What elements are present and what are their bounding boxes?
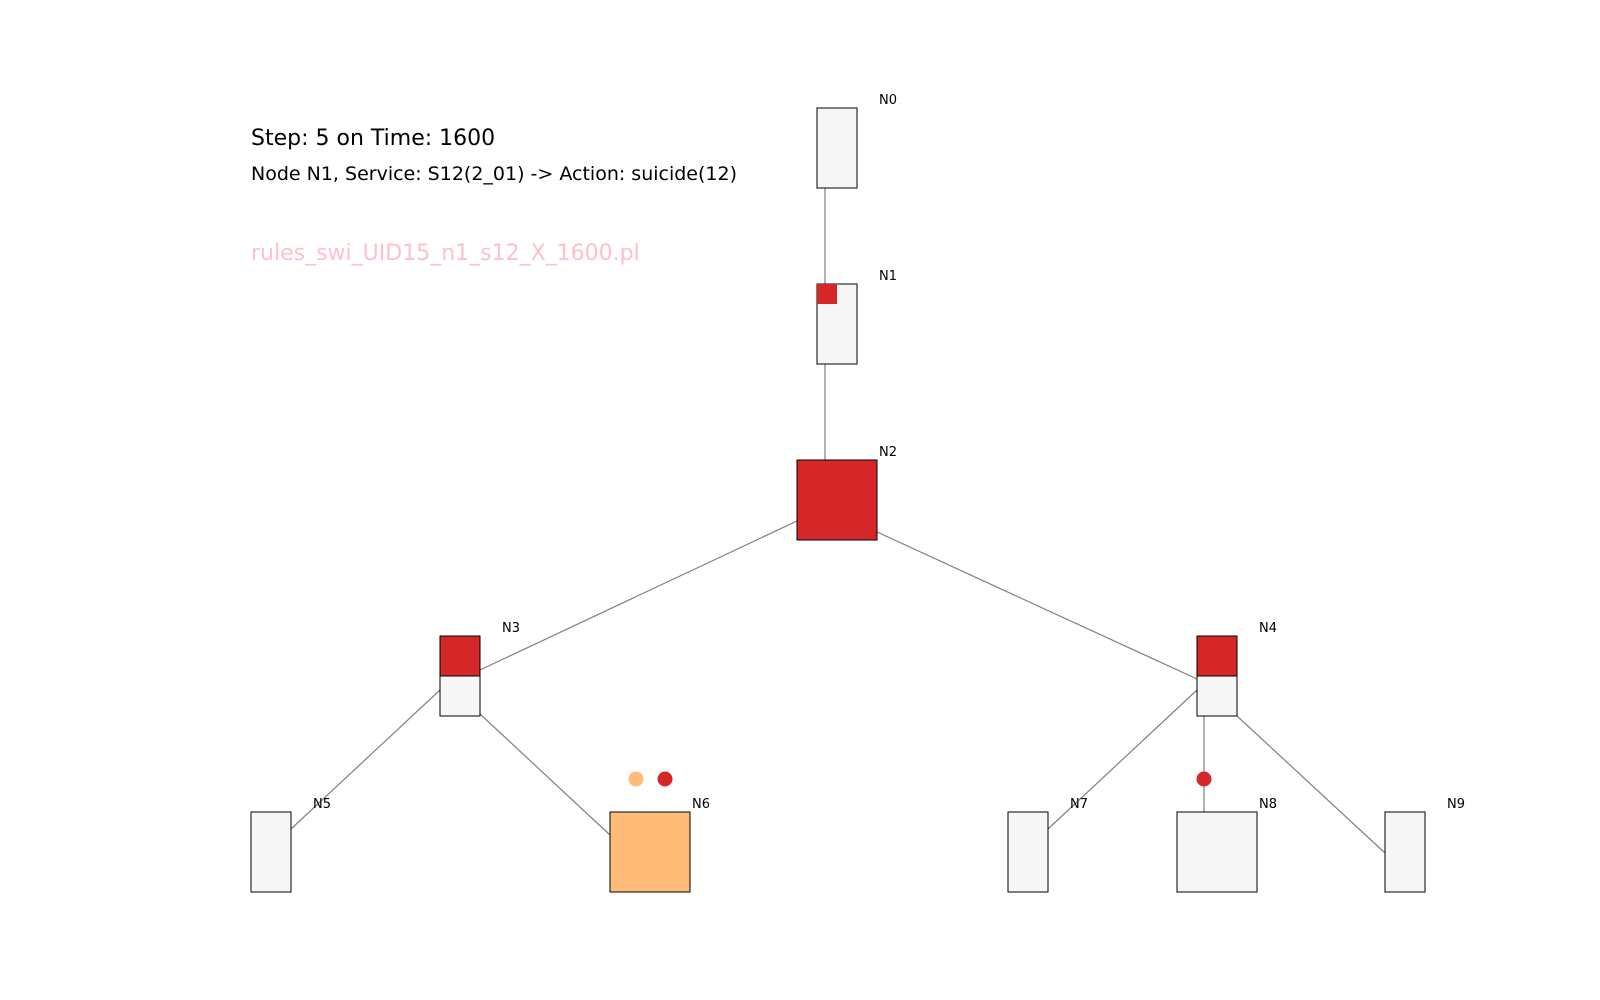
node-label-n8: N8 (1259, 797, 1277, 812)
node-label-n7: N7 (1070, 797, 1088, 812)
node-n0[interactable]: N0 (816, 93, 897, 189)
node-n1[interactable]: N1 (816, 269, 897, 365)
node-box-n8 (1176, 811, 1258, 893)
node-box-n6 (609, 811, 691, 893)
node-box-n7 (1007, 811, 1049, 893)
node-n9[interactable]: N9 (1384, 797, 1465, 893)
edge-n2-n4 (876, 531, 1198, 680)
node-label-n3: N3 (502, 621, 520, 636)
node-box-n9 (1384, 811, 1426, 893)
node-label-n4: N4 (1259, 621, 1277, 636)
node-fill-top-n4 (1196, 635, 1238, 677)
node-n6[interactable]: N6 (609, 797, 710, 893)
node-box-n0 (816, 107, 858, 189)
node-label-n6: N6 (692, 797, 710, 812)
edge-n4-n7 (1047, 689, 1198, 830)
status-dot-n6-1 (628, 771, 644, 787)
node-n5[interactable]: N5 (250, 797, 331, 893)
node-n2[interactable]: N2 (796, 445, 897, 541)
node-n8[interactable]: N8 (1176, 797, 1277, 893)
node-label-n5: N5 (313, 797, 331, 812)
node-marker-n1 (817, 284, 837, 304)
node-n4[interactable]: N4 (1196, 621, 1277, 717)
step-time-title: Step: 5 on Time: 1600 (251, 126, 496, 151)
rules-filename: rules_swi_UID15_n1_s12_X_1600.pl (251, 241, 640, 266)
node-n3[interactable]: N3 (439, 621, 520, 717)
dots-layer (628, 771, 1212, 787)
edge-n3-n6 (479, 713, 611, 836)
node-label-n0: N0 (879, 93, 897, 108)
edges-layer (290, 188, 1386, 854)
edge-n4-n9 (1236, 715, 1386, 854)
node-fill-top-n3 (439, 635, 481, 677)
node-box-n2 (796, 459, 878, 541)
edge-n2-n3 (479, 520, 798, 671)
node-n7[interactable]: N7 (1007, 797, 1088, 893)
node-label-n1: N1 (879, 269, 897, 284)
node-label-n2: N2 (879, 445, 897, 460)
node-label-n9: N9 (1447, 797, 1465, 812)
edge-n3-n5 (290, 689, 441, 830)
node-box-n5 (250, 811, 292, 893)
status-dot-n6-2 (657, 771, 673, 787)
status-dot-n8-3 (1196, 771, 1212, 787)
action-subtitle: Node N1, Service: S12(2_01) -> Action: s… (251, 163, 737, 185)
